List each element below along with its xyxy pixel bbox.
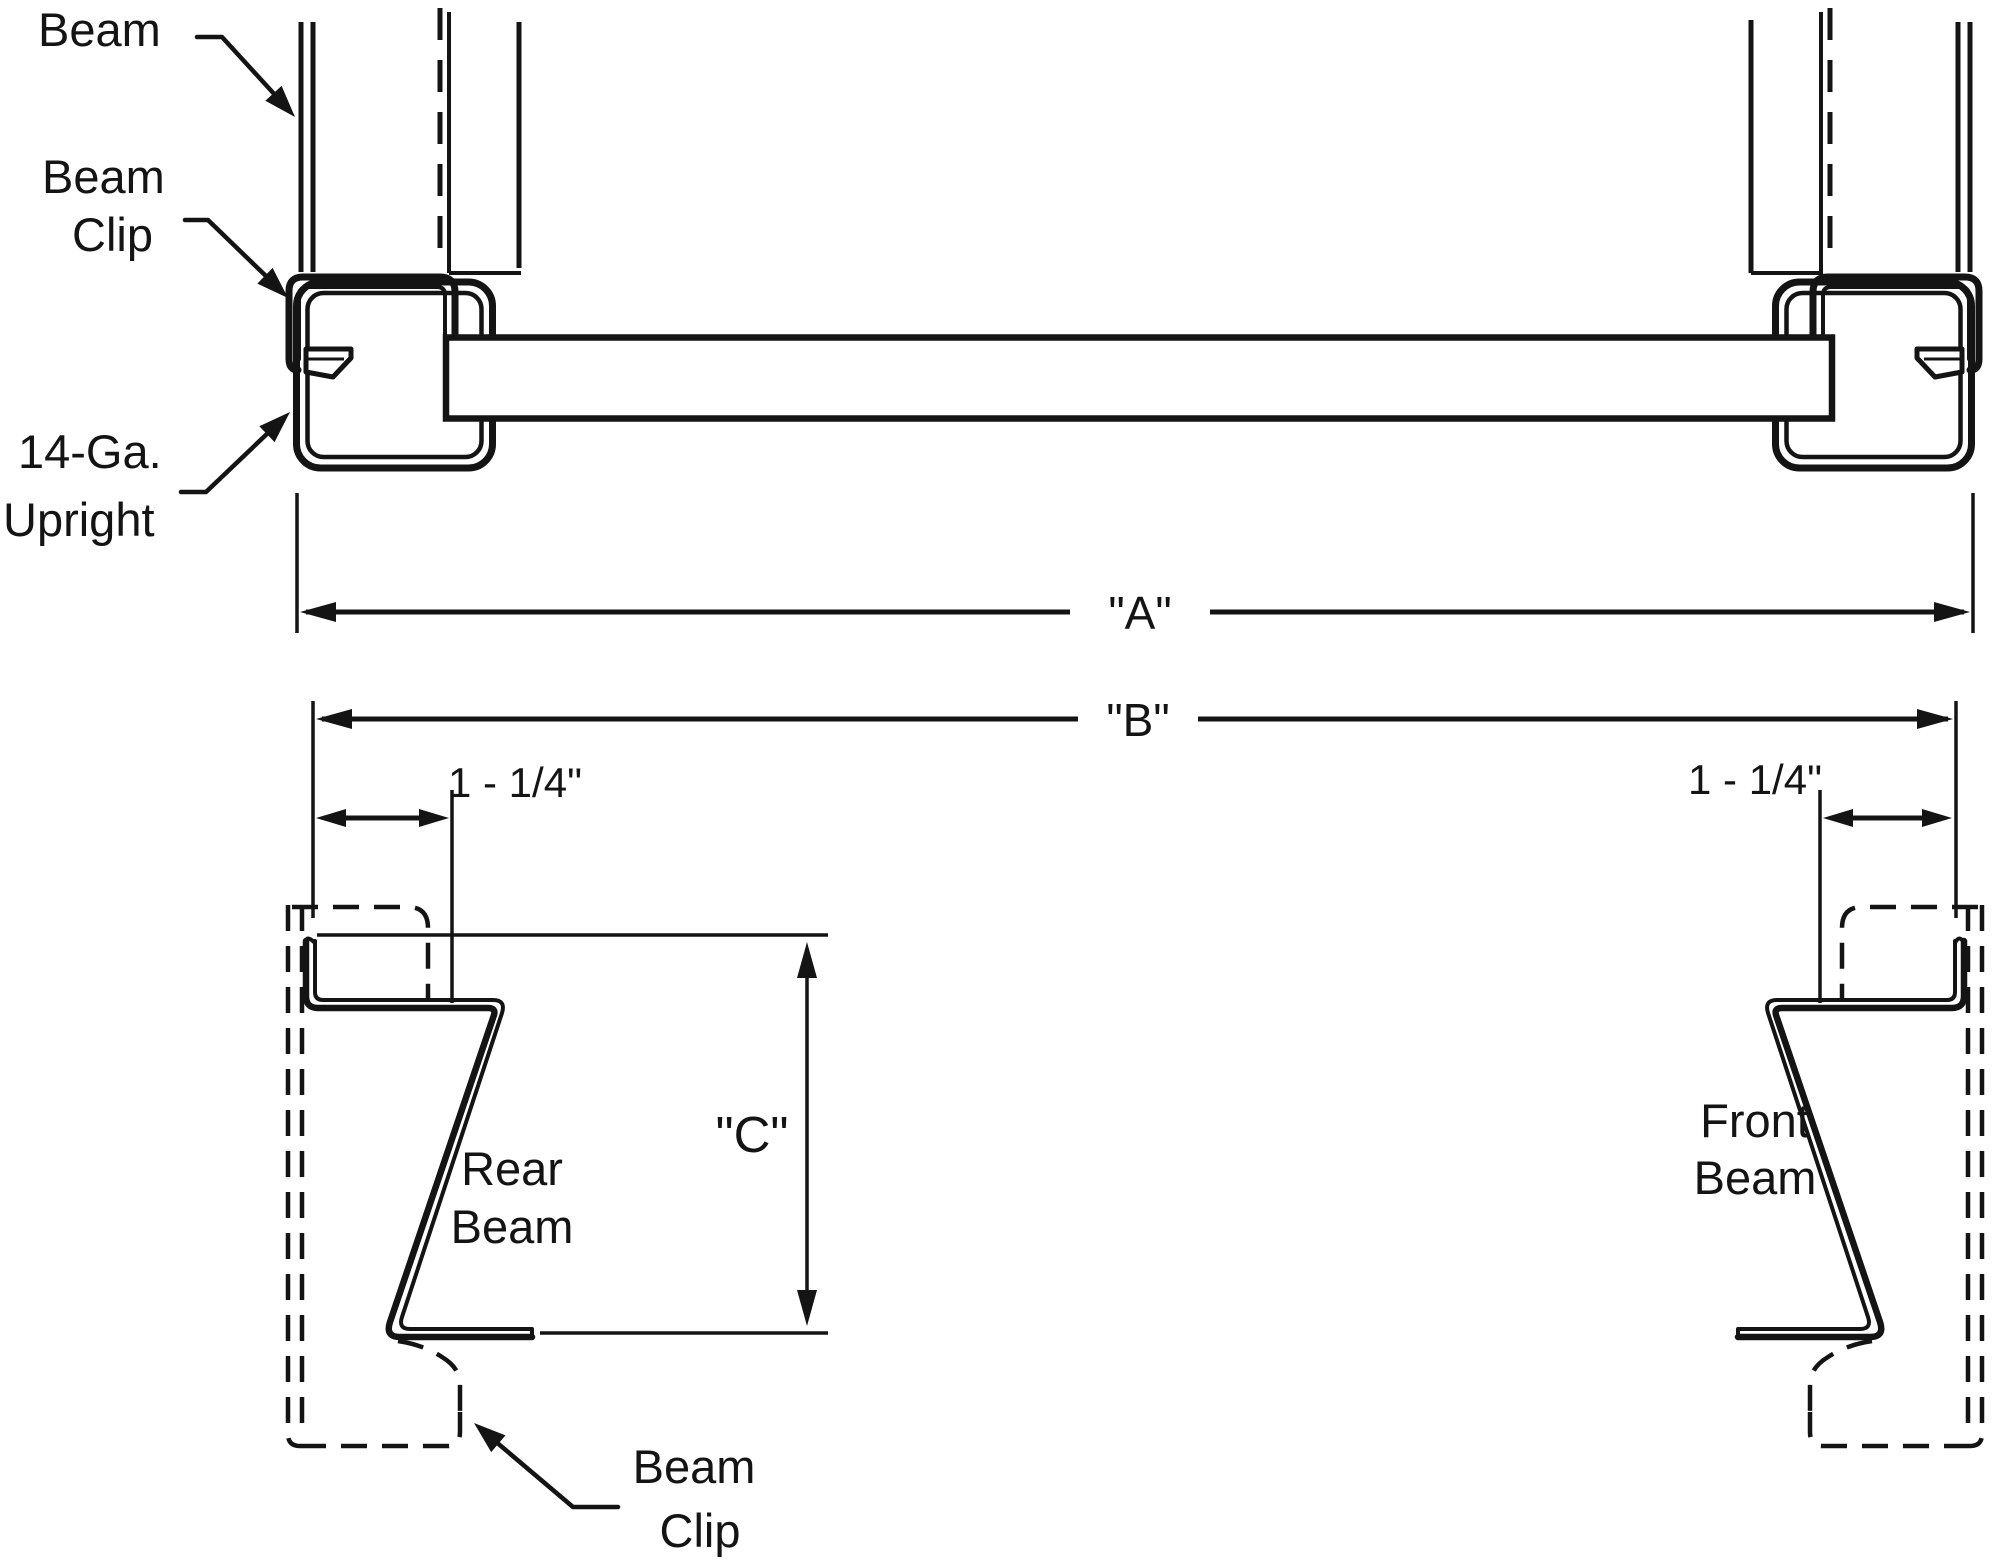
front-beam-profile-outer <box>1734 937 1968 1341</box>
front-beam-label-line1: Front <box>1700 1094 1810 1147</box>
arrowhead-down-icon <box>797 1290 817 1326</box>
front-beam-profile-inner <box>1736 939 1957 1331</box>
arrowhead-up-icon <box>797 942 817 978</box>
upright-dashed-top <box>292 904 431 998</box>
beam-clip-bottom-leader-line <box>492 1438 621 1510</box>
beam-clip-bottom-callout: Beam Clip <box>474 1423 756 1557</box>
rear-beam-label-line1: Rear <box>461 1142 563 1195</box>
dim-b-label: "B" <box>1106 694 1169 746</box>
beam-clip-outer <box>285 273 459 374</box>
callout-texts: Beam Beam Clip 14-Ga. Upright <box>3 3 165 546</box>
arrowhead-right-icon <box>1917 709 1953 729</box>
beam-clip-outer <box>1809 273 1983 374</box>
beam-bar <box>442 334 1836 422</box>
front-beam-label-line2: Beam <box>1694 1151 1817 1204</box>
rear-beam-profile-inner <box>313 939 534 1331</box>
clip-dashed-outline <box>397 1338 463 1412</box>
arrowhead-left-icon <box>316 709 352 729</box>
beam-leader-line <box>194 34 279 99</box>
rear-hidden-outline <box>285 904 463 1449</box>
dim-a-label: "A" <box>1108 587 1171 639</box>
offset-left-label: 1 - 1/4" <box>448 759 582 806</box>
beam-clip-leader-arrowhead-icon <box>257 267 288 298</box>
clip-tab <box>1914 346 1965 380</box>
upright-dashed-outer <box>1969 905 1985 1449</box>
upright-dashed-bottom <box>300 1412 463 1449</box>
offset-dimension-left: 1 - 1/4" <box>316 759 582 1003</box>
upright-dashed-top <box>1839 904 1978 998</box>
arrowhead-right-icon <box>419 809 449 827</box>
offset-right-label: 1 - 1/4" <box>1688 756 1822 803</box>
dimension-a: "A" <box>295 493 1975 639</box>
top-assembly <box>285 8 1983 472</box>
callout-leaders <box>178 34 295 495</box>
beam-label: Beam <box>38 3 161 56</box>
upright-label-line1: 14-Ga. <box>18 425 162 478</box>
beam-clip-label-line1: Beam <box>42 150 165 203</box>
beam-leader-arrowhead-icon <box>265 85 295 117</box>
arrowhead-left-icon <box>300 602 336 622</box>
front-beam-figure: Front Beam <box>1694 904 1985 1449</box>
dimension-b: "B" <box>311 694 1958 918</box>
clip-tab <box>303 346 354 380</box>
offset-dimension-right: 1 - 1/4" <box>1688 756 1952 1003</box>
beam-clip-bottom-label-line1: Beam <box>633 1440 756 1493</box>
rear-beam-label-line2: Beam <box>451 1200 574 1253</box>
beam-clip-label-line2: Clip <box>72 208 153 261</box>
front-beam-lip-cap <box>1953 936 1966 945</box>
upright-label-line2: Upright <box>3 493 155 546</box>
arrowhead-right-icon <box>1922 809 1952 827</box>
right-upright-vertical-lines <box>1748 8 1973 275</box>
upright-leader-arrowhead-icon <box>259 412 290 443</box>
upright-leader-line <box>178 429 272 495</box>
beam-clip-bottom-arrowhead-icon <box>474 1423 506 1453</box>
rear-beam-lip-cap <box>304 936 317 945</box>
rear-beam-profile-outer <box>302 937 536 1341</box>
beam-clip-inner <box>297 285 447 361</box>
beam-clip-leader-line <box>182 217 271 281</box>
dim-c-label: "C" <box>715 1106 788 1163</box>
beam-clip-inner <box>1821 285 1971 361</box>
arrowhead-left-icon <box>1823 809 1853 827</box>
upright-dashed-outer <box>285 905 301 1449</box>
front-hidden-outline <box>1807 904 1985 1449</box>
arrowhead-right-icon <box>1934 602 1970 622</box>
left-upright-vertical-lines <box>298 8 522 275</box>
arrowhead-left-icon <box>316 809 346 827</box>
beam-clip-bottom-label-line2: Clip <box>660 1504 741 1557</box>
clip-dashed-outline <box>1807 1338 1873 1412</box>
dimension-c: "C" <box>715 942 817 1326</box>
upright-dashed-bottom <box>1807 1412 1970 1449</box>
rear-beam-figure: Rear Beam <box>285 904 828 1449</box>
